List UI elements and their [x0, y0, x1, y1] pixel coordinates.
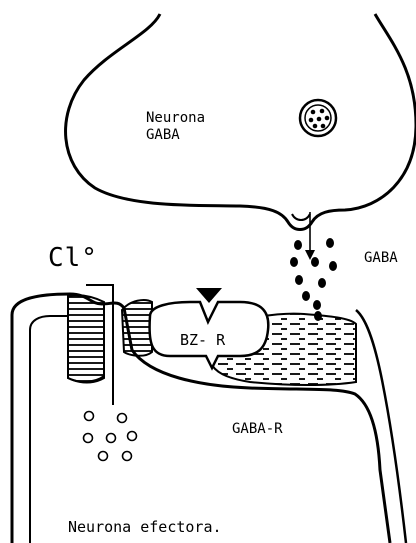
presynaptic-neuron-label-line1: Neurona [146, 110, 205, 127]
presynaptic-inner-outline [292, 214, 310, 220]
bz-adjacent-channel [122, 300, 152, 356]
presynaptic-neuron-outline [66, 14, 416, 230]
synaptic-vesicle [300, 100, 336, 136]
presynaptic-neuron-label-line2: GABA [146, 127, 205, 144]
effector-right-wall [356, 310, 406, 543]
chloride-ions [84, 412, 137, 461]
chloride-channel [68, 295, 104, 382]
chloride-label: Cl° [48, 243, 98, 273]
gaba-label: GABA [364, 250, 398, 266]
effector-neuron-label: Neurona efectora. [68, 518, 222, 536]
gaba-receptor-label: GABA-R [232, 421, 283, 437]
bz-receptor-label: BZ- R [180, 331, 225, 349]
presynaptic-neuron-label: Neurona GABA [146, 110, 205, 144]
